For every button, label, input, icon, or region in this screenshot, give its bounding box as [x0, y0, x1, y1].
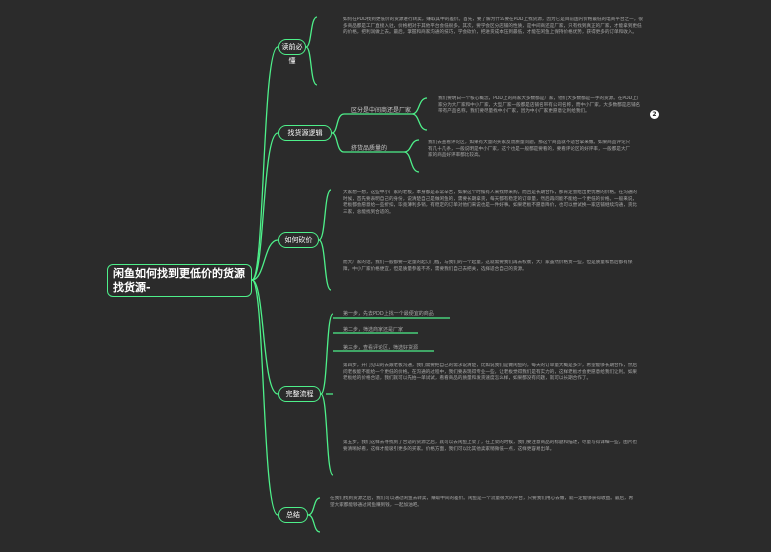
- reading-paragraph: 如何在PDD找到更低价的货源进行转卖，赚取其中的差价。首先，要了解为什么要在PD…: [343, 17, 643, 35]
- reviews-paragraph: 我们去查看评论区，如果有大量的买家反馈质量问题，那这个商品就不适合拿来做。如果商…: [428, 140, 631, 158]
- root-topic[interactable]: 闲鱼如何找到更低价的货源找货源-: [107, 264, 252, 297]
- process-step-1: 第一步，先去PDD上找一个最便宜的商品: [343, 311, 434, 317]
- branch-process[interactable]: 完整流程: [278, 386, 321, 402]
- process-step-3: 第三步，查看评论区，筛选好货源: [343, 345, 419, 351]
- logic-sub-manufacturer[interactable]: 区分是中间商还是厂家: [351, 107, 412, 114]
- branch-bargain[interactable]: 如何砍价: [278, 232, 319, 248]
- branch-reading[interactable]: 读前必懂: [278, 39, 306, 65]
- bargain-paragraph: 大家想一想，这些中小厂家的老板，本身都是非常辛苦，如果这个时候有人来找你采购，而…: [343, 190, 638, 215]
- summary-paragraph: 在我们找到货源之后，我们可以通过闲鱼去转卖，赚取中间的差价。闲鱼是一个流量很大的…: [330, 496, 634, 508]
- branch-logic[interactable]: 找货源逻辑: [278, 125, 332, 141]
- collapsed-count-badge[interactable]: 2: [650, 110, 659, 119]
- branch-summary[interactable]: 总结: [278, 507, 308, 523]
- process-step-5: 第五步，我们这样去寻找到了合适的货源之后，就可以去闲鱼上架了，在上架的时候，我们…: [343, 440, 638, 452]
- logic-sub-reviews[interactable]: 挤货品质量的: [351, 145, 388, 152]
- manufacturer-paragraph: 我们要明白一个核心概念，PDD上的商家大多数都是厂家，他们大多数都是一手的货源。…: [438, 96, 642, 114]
- process-step-4: 第四步，开门见山的去跟老板沟通，我们需要把自己的需求说清楚，比如说我们是做闲鱼的…: [343, 363, 638, 381]
- bargain-paragraph-2: 而大厂家的话，我们一般都要一定量的起订门槛，与我们的一个起量，这就需要我们再去权…: [343, 260, 633, 272]
- process-step-2: 第二步，筛选商家还是厂家: [343, 327, 404, 333]
